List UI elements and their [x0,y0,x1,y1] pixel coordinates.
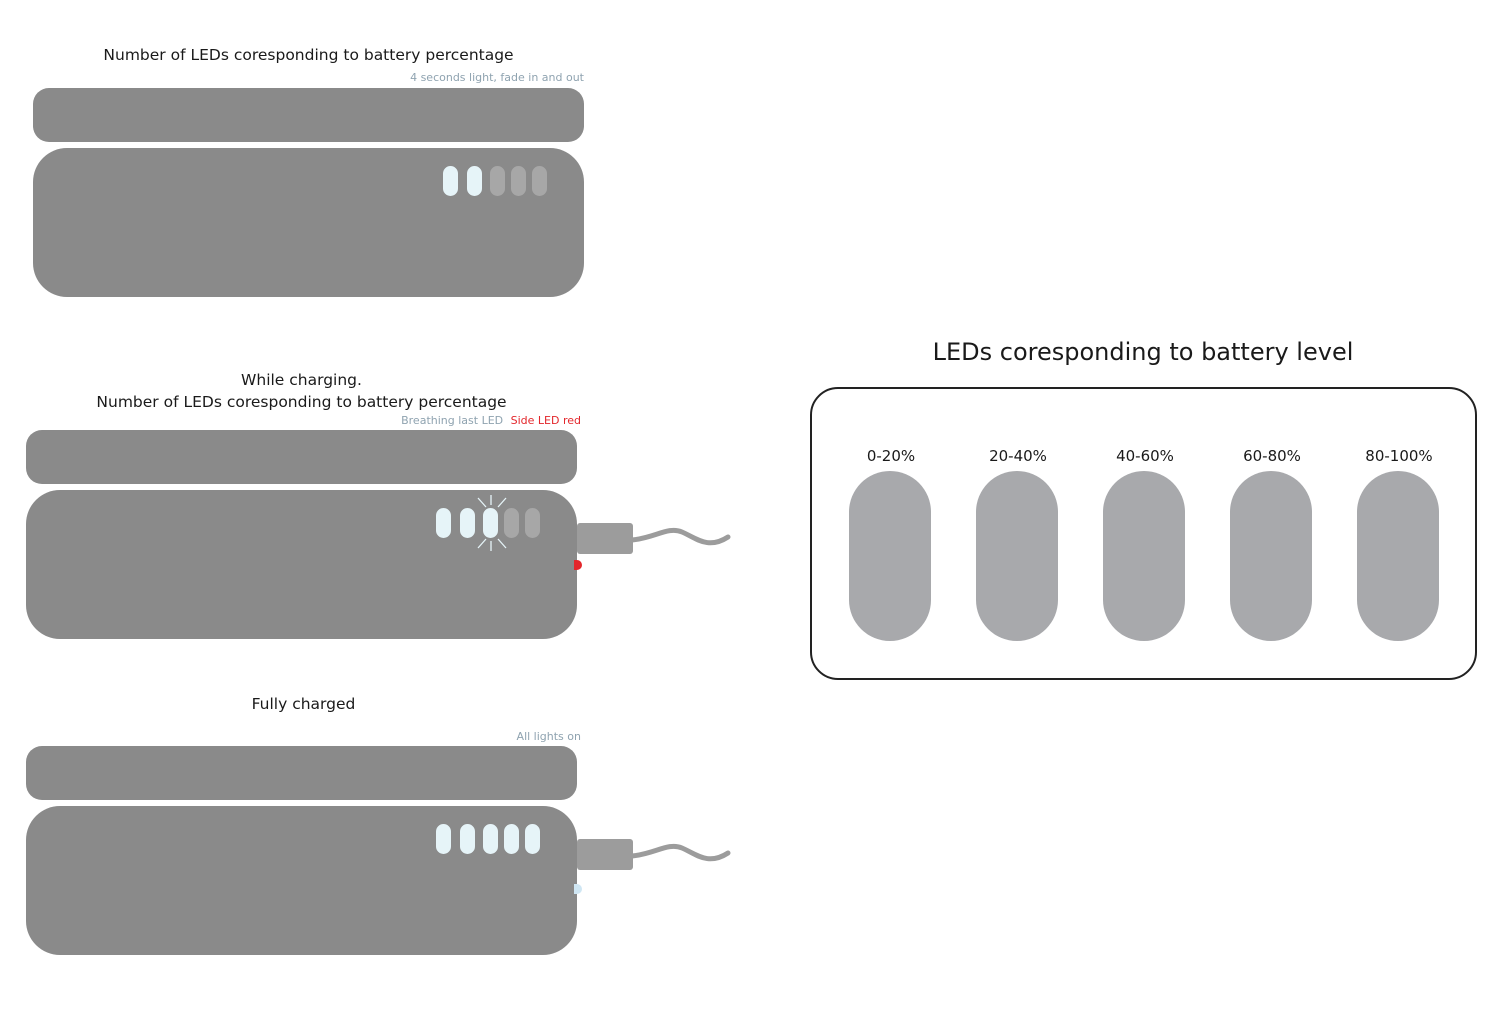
side-led-red-note: Side LED red [510,414,581,427]
legend-pill-20-40 [976,471,1058,641]
charging-title-line2: Number of LEDs coresponding to battery p… [96,393,507,411]
full-led-2 [460,824,475,854]
full-cable-icon [630,843,731,862]
legend-label-80-100: 80-100% [1365,447,1433,465]
full-title: Fully charged [251,695,356,713]
idle-led-3 [490,166,505,196]
full-led-3 [483,824,498,854]
idle-led-1 [443,166,458,196]
idle-led-5 [532,166,547,196]
legend-pill-60-80 [1230,471,1312,641]
breathing-note: Breathing last LED [401,414,504,427]
idle-led-4 [511,166,526,196]
idle-title: Number of LEDs coresponding to battery p… [103,46,514,64]
idle-device-body [33,148,584,297]
charging-device-body [26,490,577,639]
side-led-blue [574,884,582,894]
charging-led-3-breathing [483,508,498,538]
charging-led-4 [504,508,519,538]
legend-label-0-20: 0-20% [866,447,916,465]
charging-device-lid [26,430,577,484]
side-led-red [574,560,582,570]
idle-note: 4 seconds light, fade in and out [410,71,584,84]
charging-note: Breathing last LED Side LED red [300,414,581,427]
legend-box: 0-20% 20-40% 40-60% 60-80% 80-100% [810,387,1477,680]
full-led-1 [436,824,451,854]
full-device-body [26,806,577,955]
idle-led-2 [467,166,482,196]
breathing-rays-icon [477,495,507,551]
legend-pill-80-100 [1357,471,1439,641]
full-note: All lights on [516,730,581,743]
full-device-lid [26,746,577,800]
legend-pill-40-60 [1103,471,1185,641]
legend-title: LEDs coresponding to battery level [932,338,1354,366]
full-led-4 [504,824,519,854]
legend-label-40-60: 40-60% [1116,447,1174,465]
legend-pill-0-20 [849,471,931,641]
charging-cable-plug [577,523,633,554]
full-led-5 [525,824,540,854]
charging-led-1 [436,508,451,538]
charging-title-line1: While charging. [241,371,362,389]
idle-device-lid [33,88,584,142]
charging-led-5 [525,508,540,538]
charging-cable-icon [630,527,731,546]
charging-led-2 [460,508,475,538]
full-cable-plug [577,839,633,870]
legend-label-20-40: 20-40% [989,447,1047,465]
legend-label-60-80: 60-80% [1243,447,1301,465]
